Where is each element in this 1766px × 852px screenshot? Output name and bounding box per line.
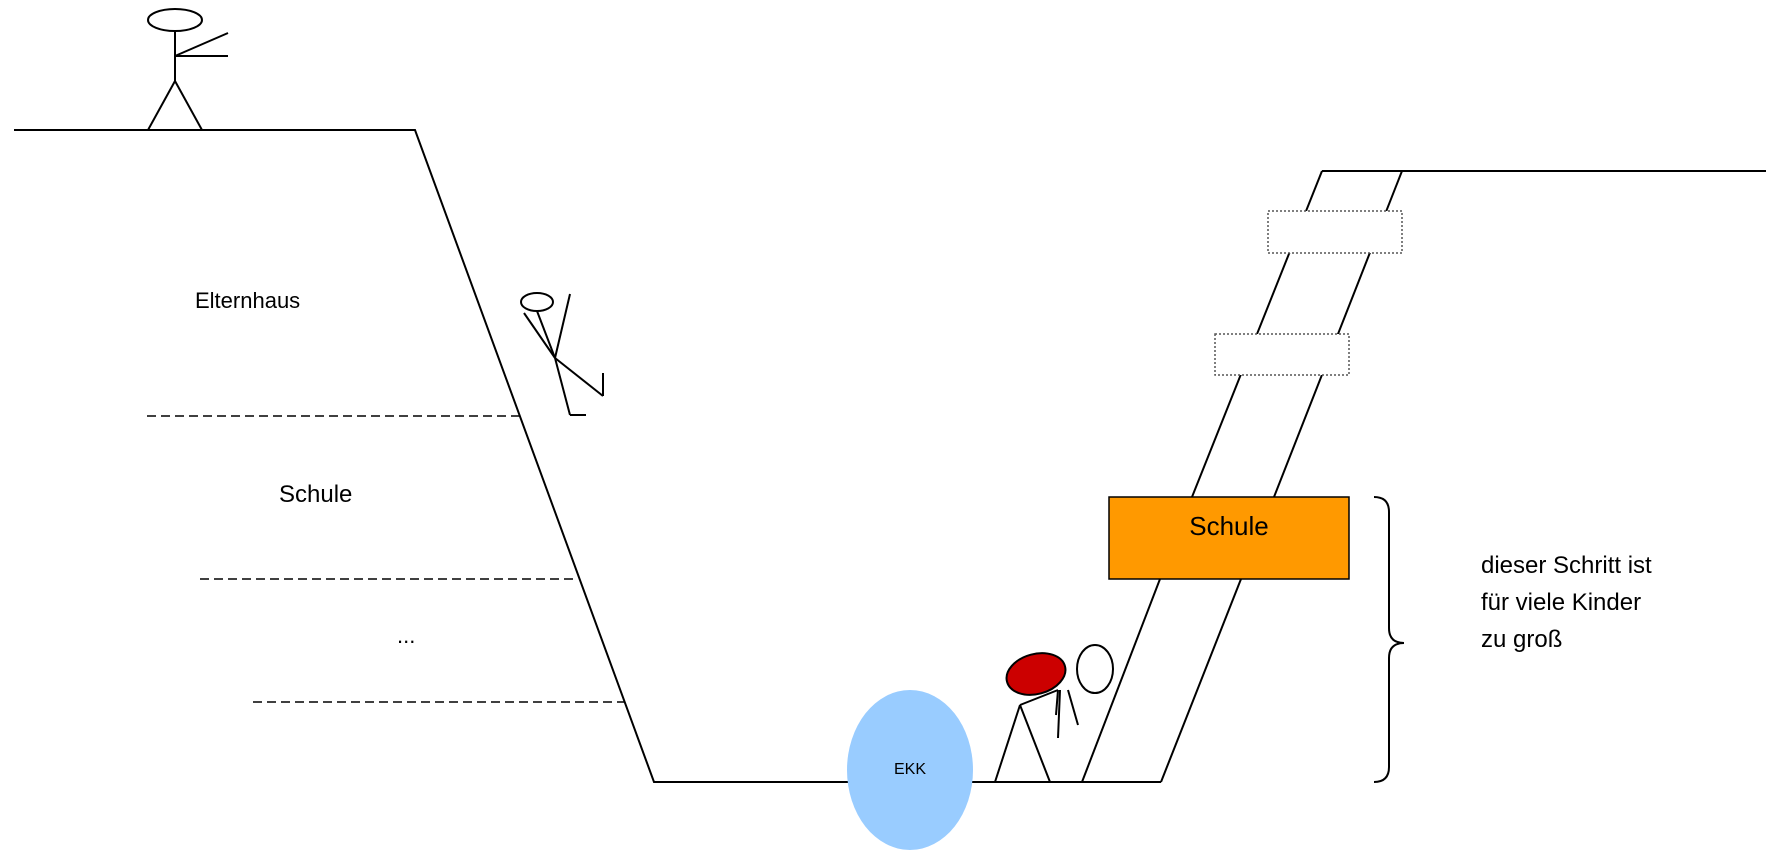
stick-figure-top: [147, 8, 229, 131]
ladder-rail-left-lower: [1081, 578, 1161, 783]
stick-figure-sitting: [994, 644, 1114, 783]
valley-outline: [14, 129, 1161, 783]
label-schule-left: Schule: [279, 481, 353, 508]
note-text: dieser Schritt ist für viele Kinder zu g…: [1481, 547, 1741, 658]
note-line-2: für viele Kinder: [1481, 589, 1642, 616]
schule-box: [1108, 496, 1350, 580]
ekk-ellipse: [847, 690, 973, 850]
label-elternhaus: Elternhaus: [195, 288, 301, 313]
label-ekk: EKK: [893, 761, 926, 778]
stick-figure-falling: [520, 292, 604, 416]
note-line-3: zu groß: [1481, 626, 1563, 653]
ladder-rail-right-lower: [1160, 578, 1242, 783]
dotted-rung-upper: [1267, 210, 1403, 254]
note-line-1: dieser Schritt ist: [1481, 552, 1652, 579]
curly-brace: [1373, 496, 1405, 783]
label-ellipsis: ...: [397, 623, 416, 648]
label-schule-box: Schule: [1189, 511, 1269, 541]
dotted-rung-lower: [1214, 333, 1350, 376]
